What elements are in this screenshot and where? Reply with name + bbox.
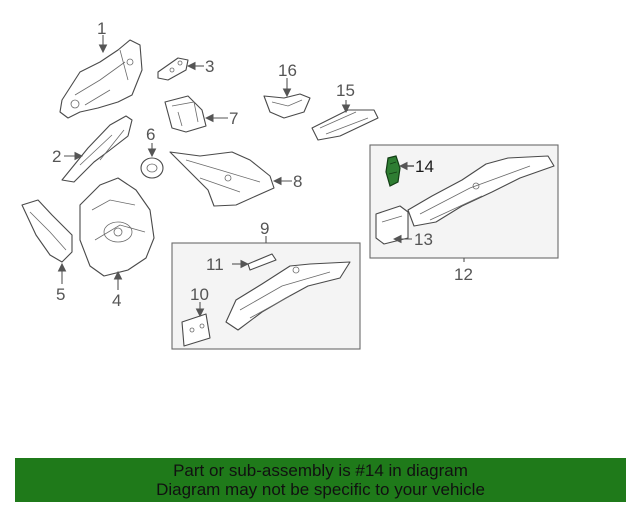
callout-2: 2 (52, 147, 61, 166)
callout-7: 7 (229, 109, 238, 128)
info-banner: Part or sub-assembly is #14 in diagram D… (15, 458, 626, 502)
part-14-bracket-highlighted[interactable] (385, 155, 401, 187)
callout-6: 6 (146, 125, 155, 144)
callout-10: 10 (190, 285, 209, 304)
part-12-rail-assembly[interactable] (407, 155, 555, 227)
part-5-lower-panel[interactable] (21, 199, 73, 263)
callout-9: 9 (260, 219, 269, 238)
part-2-reinforcement[interactable] (61, 115, 133, 183)
banner-line-2: Diagram may not be specific to your vehi… (156, 480, 485, 499)
callout-13: 13 (414, 230, 433, 249)
part-16-bracket[interactable] (263, 93, 311, 119)
callout-5: 5 (56, 285, 65, 304)
callout-11: 11 (206, 255, 224, 274)
part-3-bracket[interactable] (157, 57, 189, 81)
part-7-bracket[interactable] (164, 95, 207, 133)
part-4-wheelhouse[interactable] (79, 177, 155, 277)
callout-3: 3 (205, 57, 214, 76)
part-15-channel[interactable] (311, 109, 379, 141)
part-1-upper-apron[interactable] (59, 39, 143, 119)
banner-line-1: Part or sub-assembly is #14 in diagram (173, 461, 468, 480)
part-9-rail-assembly[interactable] (225, 261, 351, 331)
callout-16: 16 (278, 61, 297, 80)
callout-8: 8 (293, 172, 302, 191)
callout-14: 14 (415, 157, 434, 176)
part-11-strip[interactable] (247, 253, 277, 271)
part-6-grommet[interactable] (140, 157, 164, 179)
callout-1: 1 (97, 19, 106, 38)
callout-12: 12 (454, 265, 473, 284)
callout-4: 4 (112, 291, 121, 310)
callout-15: 15 (336, 81, 355, 100)
part-8-front-rail[interactable] (169, 151, 275, 207)
part-13-bracket[interactable] (375, 205, 409, 245)
